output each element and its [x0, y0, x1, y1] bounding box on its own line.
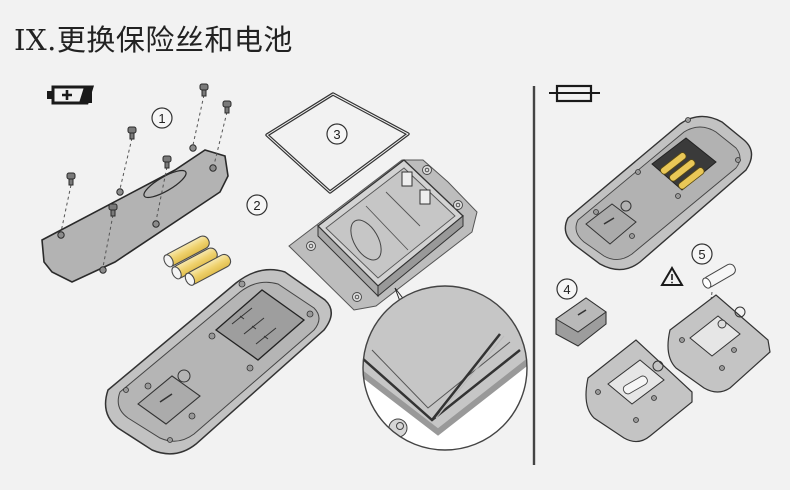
- title-text: 更换保险丝和电池: [56, 23, 293, 57]
- fuse-compartment-left: [585, 339, 693, 443]
- fuse-icon: [549, 84, 600, 103]
- svg-text:4: 4: [563, 282, 570, 297]
- callout-4: 4: [556, 278, 578, 300]
- svg-text:1: 1: [158, 111, 165, 126]
- callout-2: 2: [246, 194, 268, 216]
- screws: [60, 94, 228, 268]
- battery-icon: [47, 85, 95, 105]
- multimeter-back: [104, 268, 332, 455]
- callout-3: 3: [326, 123, 348, 145]
- gasket: [265, 92, 410, 194]
- page-title: IX.更换保险丝和电池: [14, 20, 293, 60]
- screw-heads: [66, 83, 232, 217]
- fuse-compartment-right: [667, 294, 771, 393]
- svg-text:2: 2: [253, 198, 260, 213]
- callout-1: 1: [151, 107, 173, 129]
- callout-5: 5: [691, 243, 713, 265]
- gasket-detail-magnifier: [362, 285, 528, 451]
- multimeter-fuse-view: [564, 115, 753, 271]
- fuse: [702, 263, 736, 309]
- battery-compartment: [288, 159, 478, 313]
- svg-text:3: 3: [333, 127, 340, 142]
- fuse-cover: [555, 297, 607, 347]
- battery-cover: [41, 144, 229, 283]
- warning-triangle-icon: [660, 266, 684, 286]
- aa-batteries: [163, 235, 232, 286]
- section-number: IX.: [14, 23, 57, 57]
- svg-text:5: 5: [698, 247, 705, 262]
